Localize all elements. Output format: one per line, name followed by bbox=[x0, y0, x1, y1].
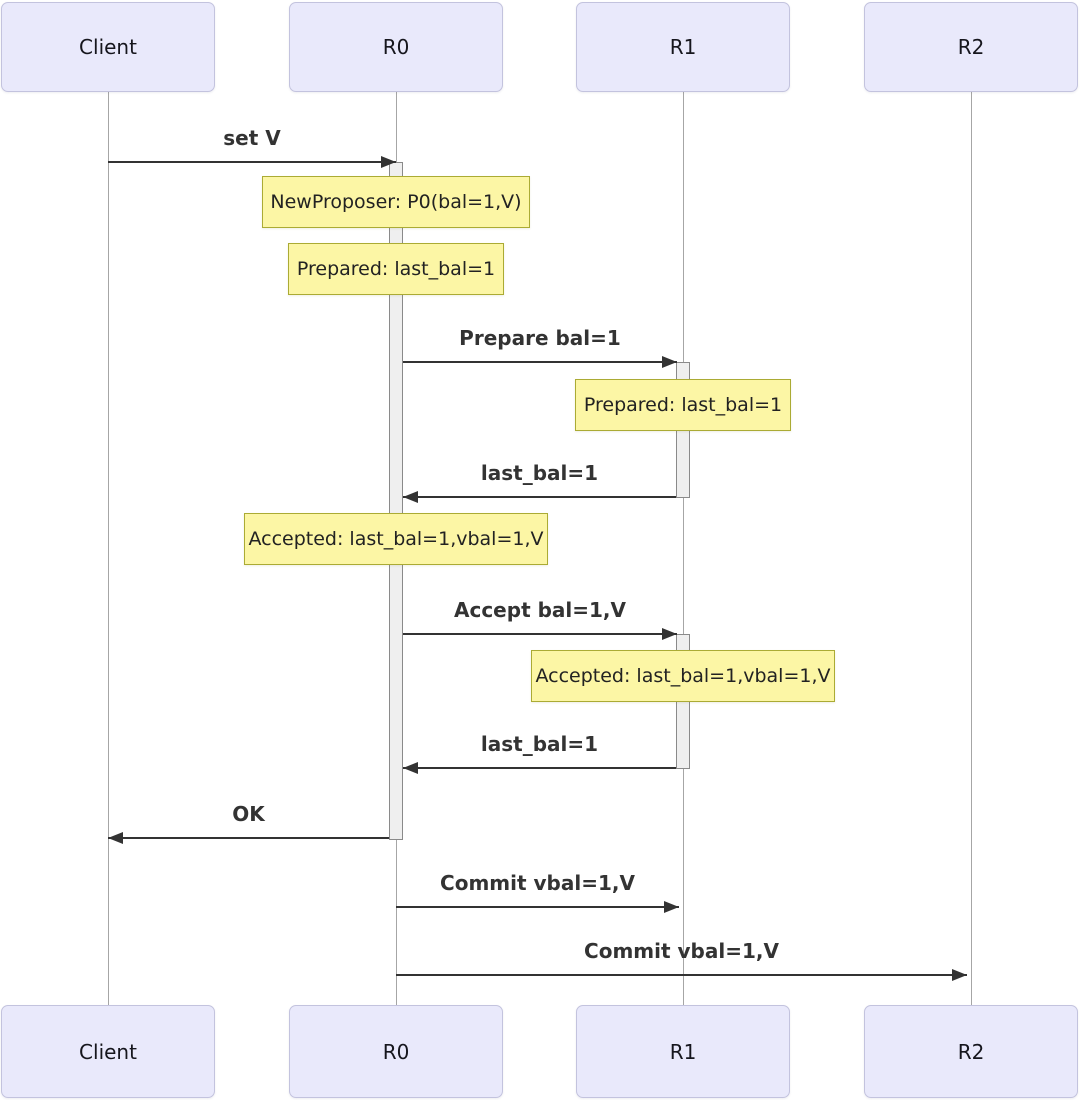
actor-bottom-r2: R2 bbox=[864, 1005, 1078, 1098]
lifeline-r2 bbox=[971, 92, 972, 1005]
note-r1-2: Prepared: last_bal=1 bbox=[575, 379, 791, 431]
message-line-3 bbox=[403, 633, 677, 635]
message-label-3: Accept bal=1,V bbox=[453, 598, 627, 622]
message-line-6 bbox=[396, 906, 679, 908]
actor-bottom-r1: R1 bbox=[576, 1005, 790, 1098]
note-r1-4: Accepted: last_bal=1,vbal=1,V bbox=[531, 650, 835, 702]
message-line-4 bbox=[403, 767, 676, 769]
actor-bottom-r0: R0 bbox=[289, 1005, 503, 1098]
note-r0-0: NewProposer: P0(bal=1,V) bbox=[262, 176, 530, 228]
message-label-5: OK bbox=[232, 802, 265, 826]
actor-top-r1: R1 bbox=[576, 2, 790, 92]
message-arrowhead-3 bbox=[662, 628, 677, 640]
lifeline-client bbox=[108, 92, 109, 1005]
message-arrowhead-6 bbox=[664, 901, 679, 913]
message-arrowhead-2 bbox=[403, 491, 418, 503]
message-line-1 bbox=[403, 361, 677, 363]
actor-top-r0: R0 bbox=[289, 2, 503, 92]
actor-bottom-client: Client bbox=[1, 1005, 215, 1098]
message-label-0: set V bbox=[223, 126, 281, 150]
lifeline-r1 bbox=[683, 92, 684, 1005]
message-arrowhead-5 bbox=[108, 832, 123, 844]
activation-bar-r0 bbox=[389, 162, 403, 840]
message-label-2: last_bal=1 bbox=[480, 461, 599, 485]
message-label-6: Commit vbal=1,V bbox=[440, 871, 635, 895]
message-label-1: Prepare bal=1 bbox=[459, 326, 621, 350]
message-arrowhead-7 bbox=[952, 969, 967, 981]
message-arrowhead-1 bbox=[662, 356, 677, 368]
actor-top-client: Client bbox=[1, 2, 215, 92]
actor-top-r2: R2 bbox=[864, 2, 1078, 92]
message-line-2 bbox=[403, 496, 676, 498]
note-r0-1: Prepared: last_bal=1 bbox=[288, 243, 504, 295]
message-label-4: last_bal=1 bbox=[480, 732, 599, 756]
message-arrowhead-0 bbox=[381, 156, 396, 168]
message-line-0 bbox=[108, 161, 396, 163]
message-line-5 bbox=[108, 837, 389, 839]
message-label-7: Commit vbal=1,V bbox=[584, 939, 779, 963]
note-r0-3: Accepted: last_bal=1,vbal=1,V bbox=[244, 513, 548, 565]
message-line-7 bbox=[396, 974, 967, 976]
message-arrowhead-4 bbox=[403, 762, 418, 774]
